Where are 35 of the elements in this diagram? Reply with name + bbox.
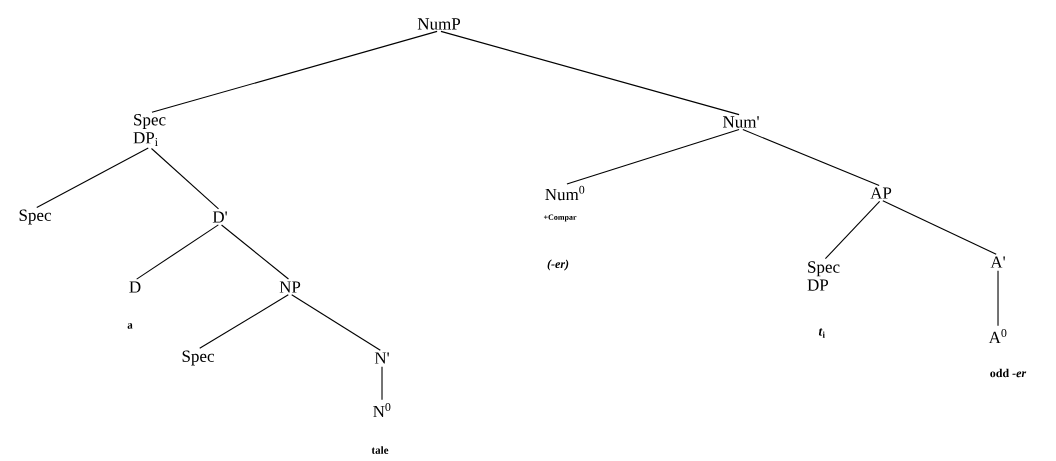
word-label: a (127, 323, 133, 329)
branch-line (221, 224, 289, 280)
node-label: Spec DP$_{i}$ (133, 114, 166, 146)
branch-line (882, 200, 997, 255)
branch-line (199, 294, 289, 349)
branch-line (150, 147, 220, 210)
branch-line (440, 30, 740, 116)
node-label: A$^{0}$ (988, 328, 1007, 344)
branch-line (36, 147, 149, 208)
branch-line (824, 200, 881, 260)
node-label: N$^{0}$ (373, 402, 391, 418)
node-label: NumP (417, 18, 461, 30)
node-label: N' (374, 352, 389, 364)
branch-line (381, 366, 383, 401)
branch-line (151, 30, 438, 113)
branch-line (566, 128, 740, 185)
word-label: (-er) (547, 259, 569, 271)
word-label: +Compar (543, 214, 577, 222)
branch-line (291, 294, 381, 351)
node-label: Spec (182, 350, 214, 366)
node-label: Num$^{0}$ (545, 185, 585, 201)
node-label: NP (279, 281, 301, 293)
word-label: tale (371, 446, 389, 454)
node-label: D (129, 281, 141, 293)
branch-line (997, 270, 999, 327)
branch-line (136, 224, 219, 280)
node-label: Num' (722, 116, 759, 128)
node-label: AP (870, 187, 892, 199)
node-label: Spec (19, 209, 51, 225)
node-label: D' (212, 211, 227, 223)
word-label: t$_{i}$ (818, 328, 825, 338)
node-label: A' (990, 256, 1005, 268)
word-label: odd -er (990, 368, 1027, 378)
branch-line (742, 129, 880, 186)
node-label: Spec DP (807, 261, 840, 291)
